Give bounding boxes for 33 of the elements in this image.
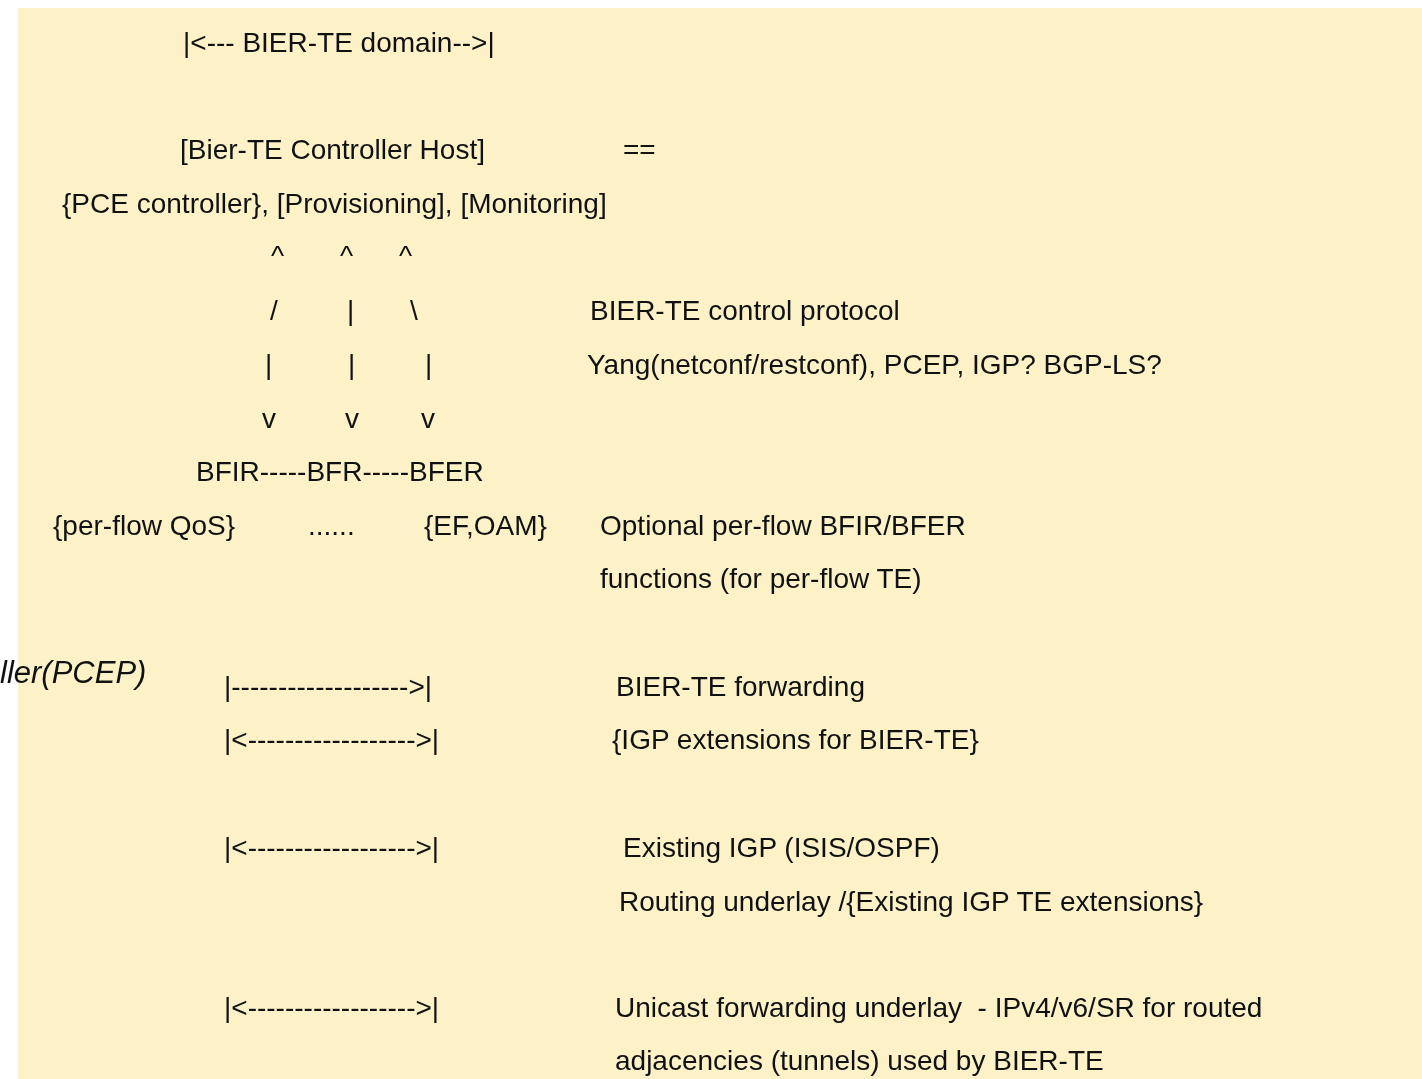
annotation-text: Routing underlay /{Existing IGP TE extensions}	[619, 885, 1204, 919]
ascii-arrowhead: v	[262, 402, 276, 436]
ascii-line: |	[425, 348, 433, 382]
component-list: {PCE controller}, [Provisioning], [Monitoring]	[62, 177, 607, 230]
ascii-arrow: |<------------------>|	[224, 991, 440, 1025]
annotation-text: BIER-TE forwarding	[616, 670, 865, 704]
annotation-text: BIER-TE control protocol	[590, 294, 900, 328]
cut-off-text: ller(PCEP)	[0, 654, 147, 692]
annotation-text: Existing IGP (ISIS/OSPF)	[623, 831, 940, 865]
ascii-arrowhead: ^	[340, 239, 354, 273]
heading-text: |<--- BIER-TE domain-->|	[183, 26, 495, 60]
function-label: {EF,OAM}	[424, 509, 547, 543]
ascii-line: |	[265, 348, 273, 382]
ascii-arrow: |<------------------>|	[224, 723, 440, 757]
ascii-arrowhead: v	[421, 402, 435, 436]
ascii-arrow: |------------------->|	[224, 670, 433, 704]
function-label: {per-flow QoS}	[53, 509, 236, 543]
router-chain-text: BFIR-----BFR-----BFER	[196, 455, 484, 489]
ascii-arrow: |<------------------>|	[224, 831, 440, 865]
ascii-arrowhead: ^	[399, 239, 413, 273]
annotation-text: {IGP extensions for BIER-TE}	[612, 723, 979, 757]
ellipsis-text: ......	[308, 509, 355, 543]
ascii-line: |	[348, 348, 356, 382]
ascii-arrowhead: v	[345, 402, 359, 436]
ascii-arrowhead: ^	[271, 239, 285, 273]
host-label: [Bier-TE Controller Host]	[180, 133, 485, 167]
equivalence-sign: ==	[623, 133, 656, 167]
annotation-text: Yang(netconf/restconf), PCEP, IGP? BGP-LS?	[587, 348, 1162, 382]
annotation-text: Optional per-flow BFIR/BFER functions (for per-flow TE)	[600, 509, 967, 596]
annotation-text: Unicast forwarding underlay - IPv4/v6/SR for routed adjacencies (tunnels) used by BIER-TE	[615, 991, 1264, 1078]
ascii-line: \	[410, 294, 418, 328]
ascii-line: |	[347, 294, 355, 328]
ascii-line: /	[270, 294, 278, 328]
